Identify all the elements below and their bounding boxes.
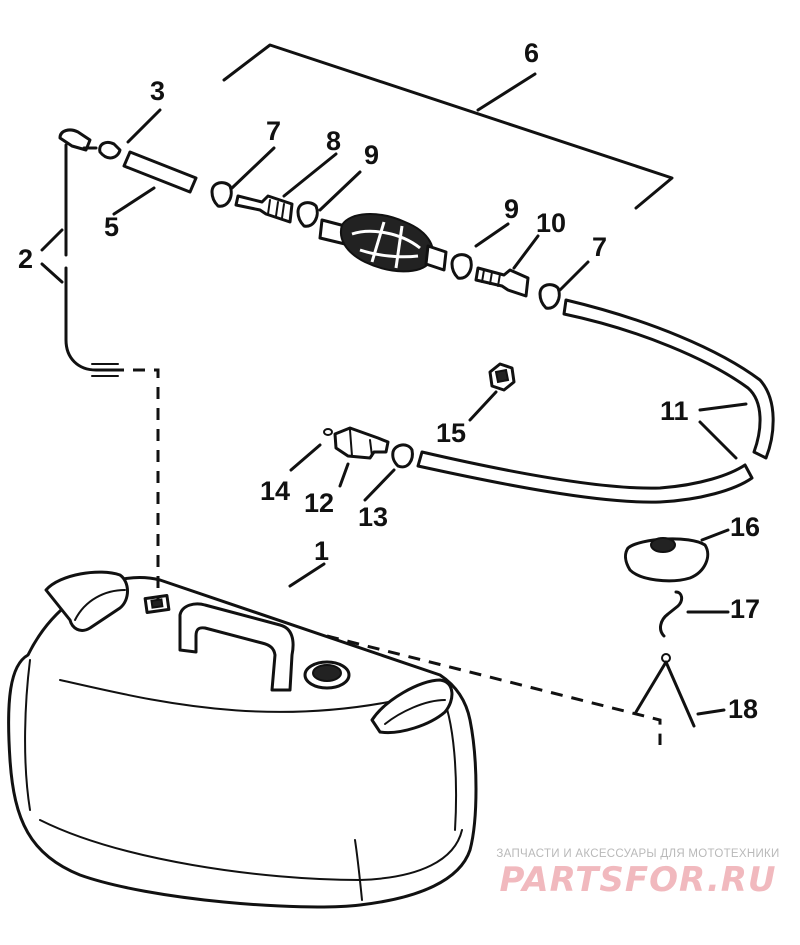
fuel-hose-11 bbox=[416, 298, 775, 504]
pickup-tube bbox=[58, 128, 119, 377]
label-8: 8 bbox=[326, 126, 341, 156]
label-5: 5 bbox=[104, 212, 119, 242]
label-10: 10 bbox=[536, 208, 566, 238]
primer-bulb bbox=[318, 213, 448, 273]
watermark-logo: PARTSFOR.RU bbox=[499, 860, 777, 900]
fitting-8 bbox=[234, 194, 294, 224]
watermark-subtitle: ЗАПЧАСТИ И АКСЕССУАРЫ ДЛЯ МОТОТЕХНИКИ bbox=[496, 848, 780, 860]
clamp-3 bbox=[98, 140, 122, 160]
label-9-left: 9 bbox=[364, 140, 379, 170]
hose-5 bbox=[122, 150, 198, 194]
connector-12 bbox=[333, 426, 390, 460]
clamp-7-left bbox=[210, 181, 233, 208]
part-labels: 1 2 3 5 6 7 8 9 9 10 7 11 12 13 14 15 16… bbox=[18, 38, 760, 724]
clamp-9-left bbox=[296, 201, 319, 228]
leader-lines bbox=[40, 43, 748, 716]
label-11: 11 bbox=[660, 396, 689, 426]
label-17: 17 bbox=[730, 594, 760, 624]
label-7-left: 7 bbox=[266, 116, 281, 146]
retainer-18 bbox=[634, 653, 696, 728]
clamp-7-right bbox=[538, 283, 561, 310]
filler-cap-16 bbox=[624, 537, 710, 583]
label-2: 2 bbox=[18, 244, 33, 274]
dashed-leader-lines bbox=[112, 368, 662, 745]
label-6: 6 bbox=[524, 38, 539, 68]
watermark: ЗАПЧАСТИ И АКСЕССУАРЫ ДЛЯ МОТОТЕХНИКИ PA… bbox=[488, 848, 788, 900]
label-13: 13 bbox=[358, 502, 388, 532]
clamp-13 bbox=[391, 443, 414, 469]
label-15: 15 bbox=[436, 418, 466, 448]
fitting-10 bbox=[474, 266, 530, 298]
clamp-9-right bbox=[450, 253, 473, 280]
label-16: 16 bbox=[730, 512, 760, 542]
o-ring-14 bbox=[323, 428, 333, 436]
nut-15 bbox=[488, 362, 516, 392]
fuel-tank bbox=[7, 570, 478, 909]
label-18: 18 bbox=[728, 694, 758, 724]
label-12: 12 bbox=[304, 488, 334, 518]
chain-17 bbox=[659, 590, 684, 638]
label-1: 1 bbox=[314, 536, 329, 566]
label-3: 3 bbox=[150, 76, 165, 106]
label-7-right: 7 bbox=[592, 232, 607, 262]
label-14: 14 bbox=[260, 476, 290, 506]
label-9-right: 9 bbox=[504, 194, 519, 224]
